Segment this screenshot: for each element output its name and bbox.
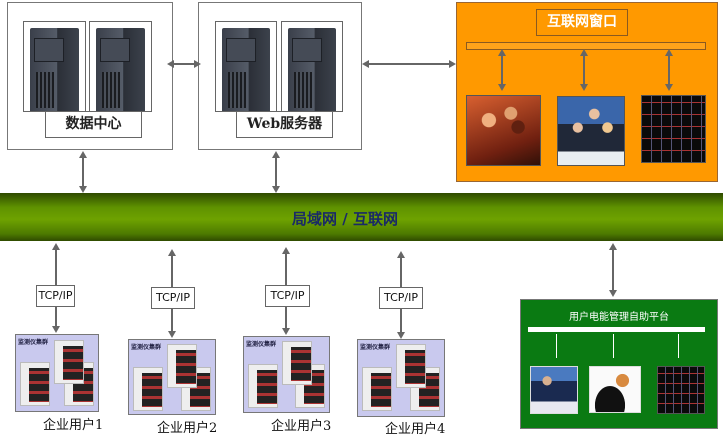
meter-cluster: 监测仪集群 — [357, 339, 445, 417]
data-center-label: 数据中心 — [45, 111, 142, 138]
meter-cluster: 监测仪集群 — [243, 336, 330, 413]
meter-icon — [248, 364, 278, 408]
arrow-up-icon — [665, 49, 673, 56]
arrow-up-icon — [397, 251, 405, 258]
arrow-right-icon — [194, 60, 201, 68]
people-lab-photo — [466, 95, 541, 166]
arrow-down-icon — [665, 84, 673, 91]
network-band — [0, 193, 723, 241]
arrow-down-icon — [79, 186, 87, 193]
arrow-down-icon — [272, 186, 280, 193]
arrow-right-icon — [449, 60, 456, 68]
connector — [678, 334, 679, 358]
arrow-up-icon — [272, 151, 280, 158]
arrow-left-icon — [167, 60, 174, 68]
arrow-up-icon — [79, 151, 87, 158]
meter-icon — [282, 341, 312, 385]
internet-window-title: 互联网窗口 — [536, 9, 628, 36]
arrow-down-icon — [168, 331, 176, 338]
arrow-down-icon — [609, 290, 617, 297]
business-meeting-photo — [557, 96, 625, 166]
connector — [275, 156, 277, 188]
connector — [612, 248, 614, 292]
meter-icon — [167, 344, 197, 388]
server-icon — [23, 21, 86, 112]
connector — [367, 63, 451, 65]
meter-icon — [20, 362, 50, 406]
web-server-label: Web服务器 — [236, 111, 333, 138]
server-icon — [89, 21, 152, 112]
arrow-down-icon — [498, 84, 506, 91]
connector — [613, 334, 614, 358]
platform-title: 用户电能管理自助平台 — [569, 312, 669, 323]
connector — [82, 156, 84, 188]
meter-icon — [133, 367, 163, 411]
protocol-label: TCP/IP — [379, 287, 423, 309]
meter-icon — [396, 344, 426, 388]
server-icon — [215, 21, 277, 112]
arrow-up-icon — [580, 49, 588, 56]
arrow-left-icon — [362, 60, 369, 68]
arrow-up-icon — [609, 243, 617, 250]
meter-cluster: 监测仪集群 — [128, 339, 216, 415]
arrow-down-icon — [282, 328, 290, 335]
reading-person-image — [589, 366, 641, 413]
meter-icon — [362, 367, 392, 411]
bus-bar — [528, 327, 705, 332]
circuit-diagram-image — [657, 366, 705, 414]
connector — [556, 334, 557, 358]
arrow-down-icon — [397, 332, 405, 339]
arrow-up-icon — [168, 249, 176, 256]
protocol-label: TCP/IP — [36, 285, 75, 307]
meter-cluster: 监测仪集群 — [15, 334, 99, 412]
network-label: 局域网 / 互联网 — [292, 210, 398, 228]
server-icon — [281, 21, 343, 112]
panel-caption: 监测仪集群 — [360, 344, 391, 351]
protocol-label: TCP/IP — [151, 287, 195, 309]
client-label: 企业用户3 — [271, 419, 332, 434]
protocol-label: TCP/IP — [265, 285, 310, 307]
connector — [583, 52, 585, 88]
office-worker-photo — [530, 366, 578, 414]
client-label: 企业用户2 — [157, 421, 218, 436]
arrow-up-icon — [498, 49, 506, 56]
client-label: 企业用户4 — [385, 422, 446, 437]
arrow-down-icon — [580, 84, 588, 91]
panel-caption: 监测仪集群 — [131, 344, 162, 351]
connector — [668, 52, 670, 88]
circuit-diagram-image — [641, 95, 706, 163]
panel-caption: 监测仪集群 — [246, 341, 277, 348]
arrow-down-icon — [52, 326, 60, 333]
connector — [172, 63, 198, 65]
meter-icon — [54, 340, 84, 384]
connector — [501, 52, 503, 88]
arrow-up-icon — [52, 243, 60, 250]
client-label: 企业用户1 — [43, 418, 104, 433]
arrow-up-icon — [282, 247, 290, 254]
panel-caption: 监测仪集群 — [18, 339, 49, 346]
